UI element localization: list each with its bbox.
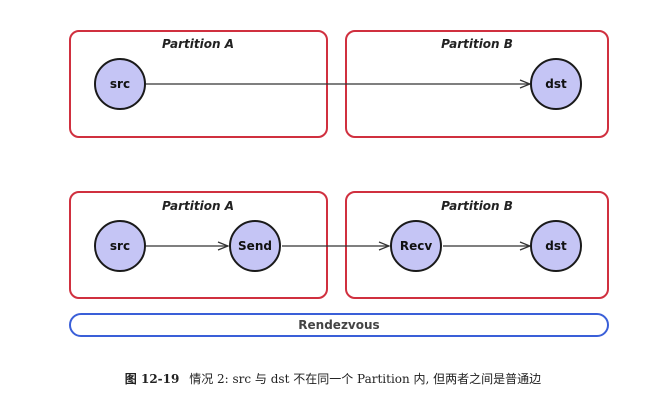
node-src-top: [94, 58, 146, 110]
partition-a-bottom-box: [69, 191, 328, 299]
node-send: [229, 220, 281, 272]
node-dst-bottom: [530, 220, 582, 272]
node-dst-top: [530, 58, 582, 110]
node-src-bottom: [94, 220, 146, 272]
partition-a-bottom-label: Partition A: [162, 199, 234, 213]
rendezvous-label: Rendezvous: [298, 318, 379, 332]
node-src-bottom-label: src: [110, 239, 130, 253]
rendezvous-bar: [69, 313, 609, 337]
figure-number: 图 12-19: [124, 372, 180, 386]
partition-b-bottom-label: Partition B: [441, 199, 513, 213]
node-recv-label: Recv: [400, 239, 432, 253]
node-dst-top-label: dst: [545, 77, 567, 91]
diagram: Partition A Partition B src dst Partitio…: [69, 30, 609, 337]
figure-caption: 图 12-19 情况 2: src 与 dst 不在同一个 Partition …: [0, 370, 666, 387]
partition-b-bottom-box: [345, 191, 609, 299]
partition-a-top-label: Partition A: [162, 37, 234, 51]
node-src-top-label: src: [110, 77, 130, 91]
figure-caption-text: 情况 2: src 与 dst 不在同一个 Partition 内, 但两者之间…: [189, 372, 542, 386]
node-recv: [390, 220, 442, 272]
node-send-label: Send: [238, 239, 272, 253]
node-dst-bottom-label: dst: [545, 239, 567, 253]
partition-b-top-label: Partition B: [441, 37, 513, 51]
